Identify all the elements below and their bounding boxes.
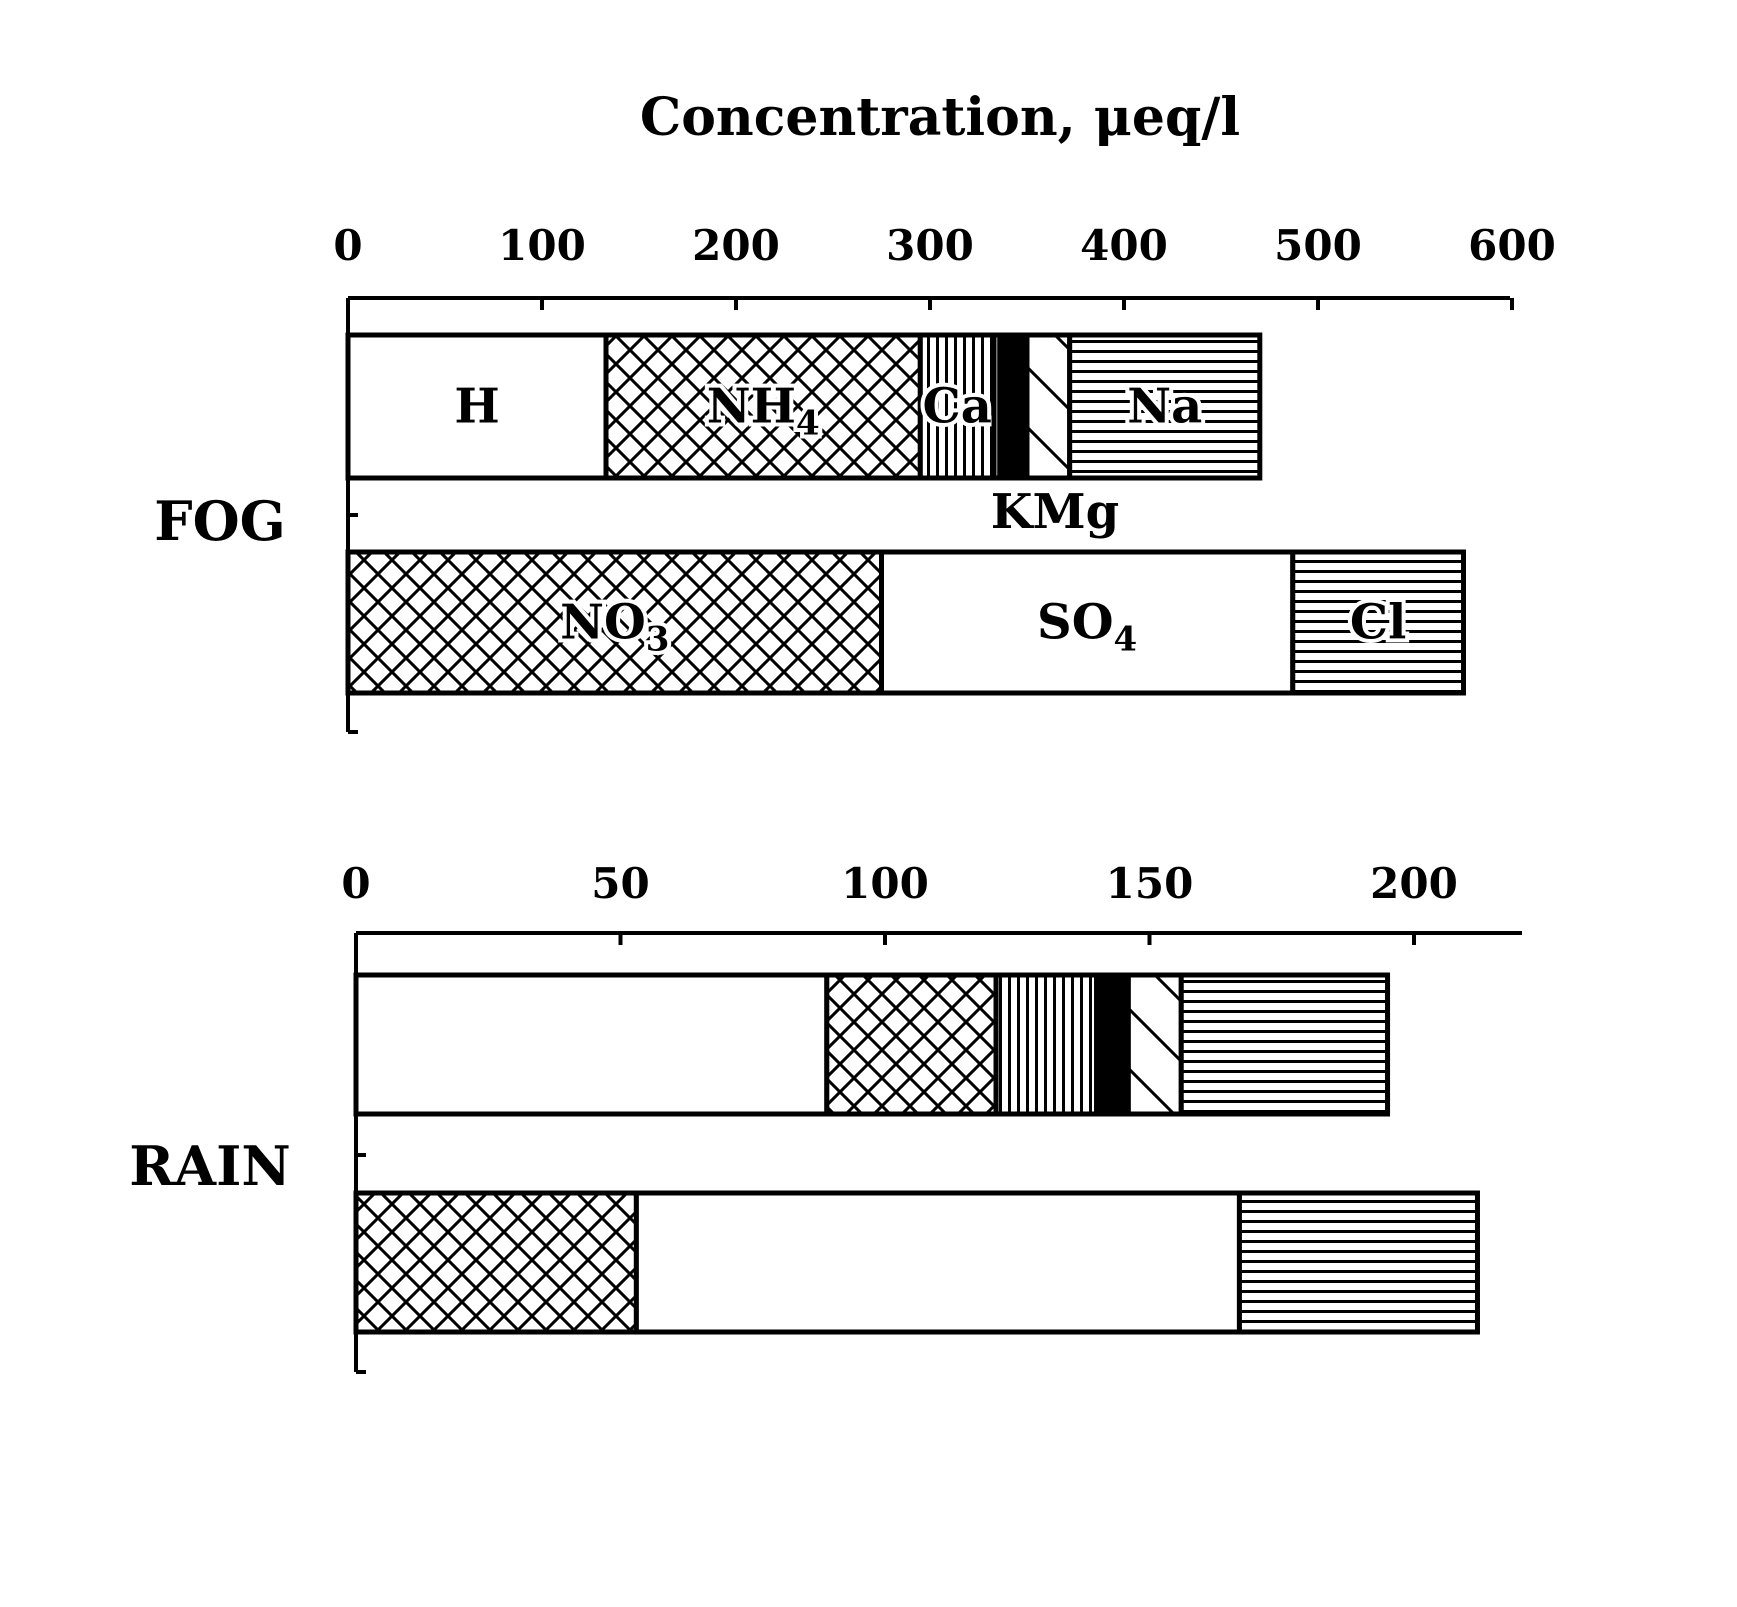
segment-label: SO4 — [1037, 595, 1137, 660]
bar-segment-cl — [1236, 1190, 1480, 1335]
group-label: RAIN — [129, 1134, 290, 1198]
segment-label: Ca — [923, 379, 992, 435]
group-label: FOG — [154, 489, 286, 553]
x-tick-label: 400 — [1080, 221, 1168, 270]
segment-label-subscript: 3 — [646, 620, 670, 660]
x-tick-label: 500 — [1274, 221, 1362, 270]
segment-label-subscript: 4 — [1114, 620, 1138, 660]
segment-label: NH4 — [707, 379, 820, 444]
bar-segment-mg — [1094, 972, 1131, 1117]
bar-segment-mg — [997, 332, 1030, 481]
segment-label-main: Cl — [1350, 595, 1406, 651]
segment-label: Cl — [1350, 595, 1406, 651]
bar-segment-ca — [993, 972, 1100, 1117]
segment-label-main: H — [454, 379, 499, 435]
segment-label-main: Ca — [923, 379, 992, 435]
segment-label-main: NO — [560, 595, 646, 651]
bar-segment-h — [345, 332, 609, 481]
x-tick-label: 200 — [692, 221, 780, 270]
bar-segment-nh4 — [603, 332, 923, 481]
x-tick-label: 100 — [841, 859, 929, 908]
x-tick-label: 100 — [498, 221, 586, 270]
segment-label: NO3 — [560, 595, 669, 660]
segment-label: H — [454, 379, 499, 435]
chart-title: Concentration, μeq/l — [640, 87, 1240, 148]
bar-segment-so4 — [879, 549, 1296, 696]
bar-segment-na — [1178, 972, 1391, 1117]
segment-label-main: NH — [707, 379, 796, 435]
x-tick-label: 300 — [886, 221, 974, 270]
bar-segment-k — [1125, 972, 1184, 1117]
x-tick-label: 150 — [1106, 859, 1194, 908]
bar-segment-na-diag — [1024, 332, 1073, 481]
bar-segment-ca — [917, 332, 997, 481]
x-tick-label: 200 — [1370, 859, 1458, 908]
bar-segment-no3 — [353, 1190, 639, 1335]
bar-segment-na — [1067, 332, 1263, 481]
segment-label-main: Na — [1127, 379, 1202, 435]
bar-segment-no3 — [345, 549, 884, 696]
bar-segment-nh4 — [824, 972, 999, 1117]
x-tick-label: 50 — [591, 859, 649, 908]
bar-segment-cl — [1290, 549, 1467, 696]
k-mg-annotation: KMg — [991, 484, 1119, 540]
segment-label-subscript: 4 — [796, 404, 820, 444]
segment-label-main: SO — [1037, 595, 1113, 651]
bar-segment-so4 — [633, 1190, 1242, 1335]
x-tick-label: 0 — [341, 859, 370, 908]
x-tick-label: 600 — [1468, 221, 1556, 270]
segment-label: Na — [1127, 379, 1202, 435]
x-tick-label: 0 — [333, 221, 362, 270]
bar-segment-h — [353, 972, 830, 1117]
